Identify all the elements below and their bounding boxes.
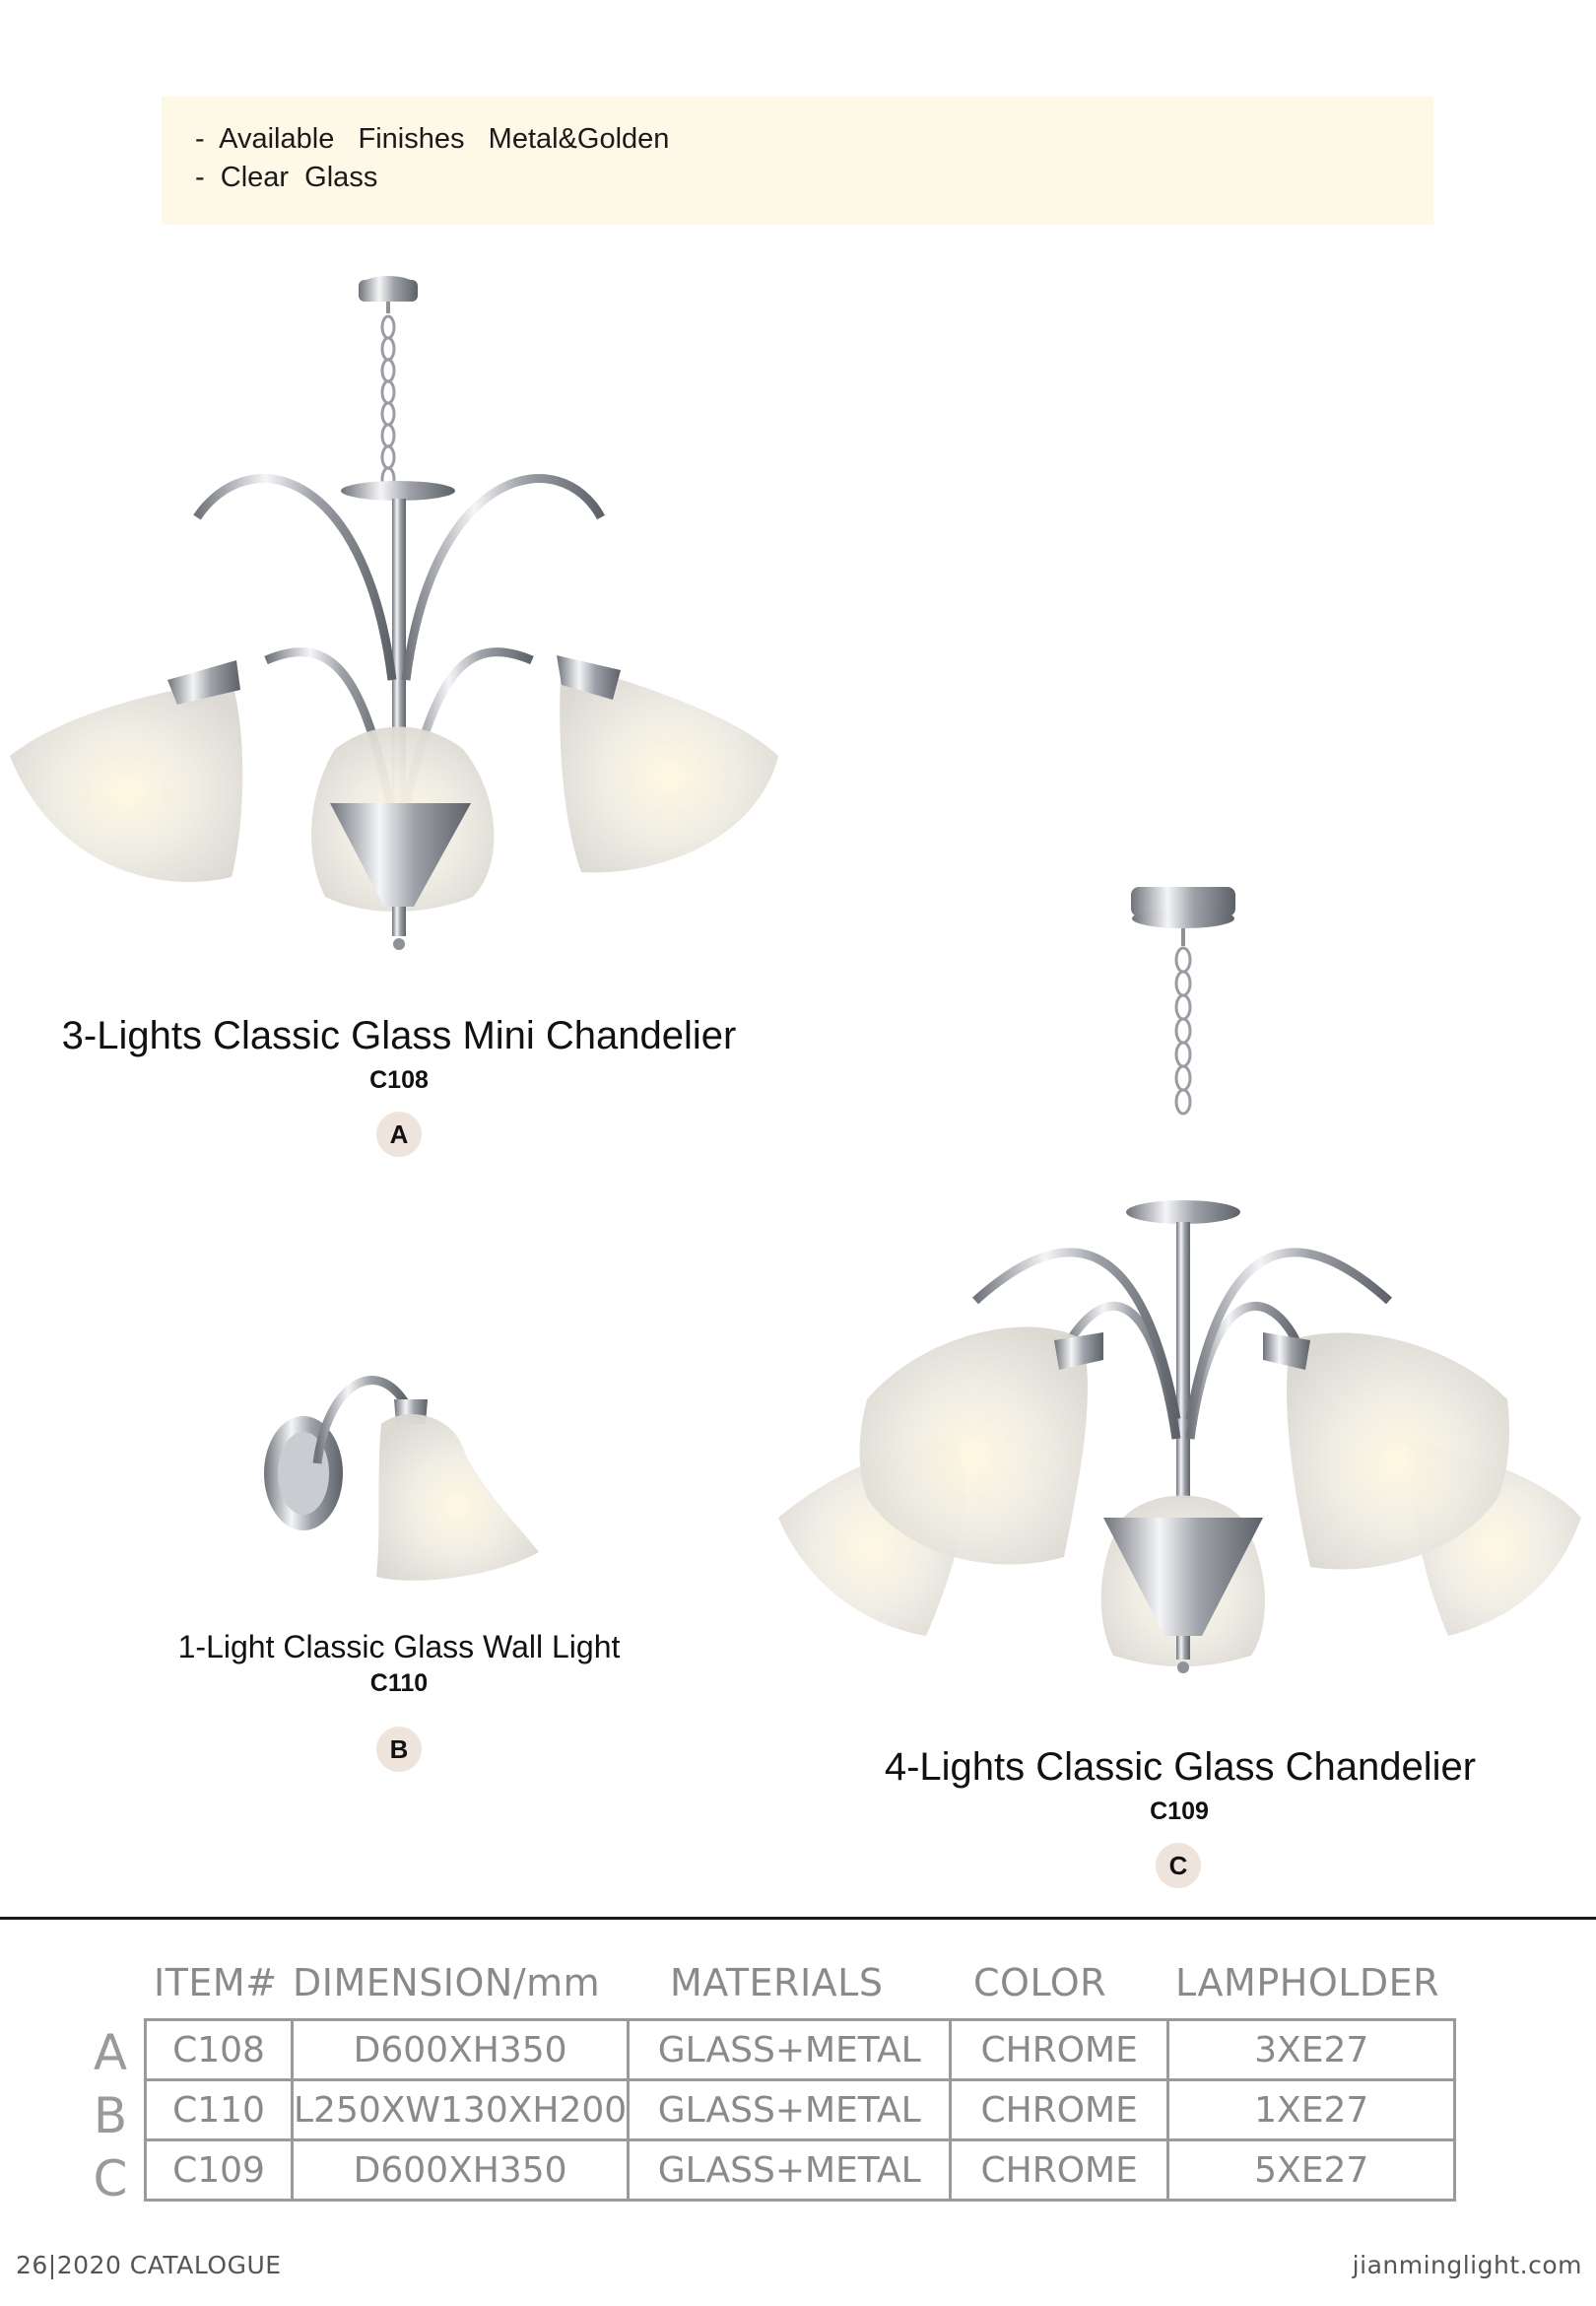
spec-materials-cell: GLASS+METAL bbox=[627, 2018, 953, 2081]
spec-color-cell: CHROME bbox=[949, 2138, 1170, 2202]
spec-item-cell: C109 bbox=[144, 2138, 294, 2202]
spec-header-lampholder: LAMPHOLDER bbox=[1175, 1961, 1440, 2004]
spec-dimension-cell: L250XW130XH200 bbox=[290, 2078, 631, 2141]
spec-lampholder-cell: 5XE27 bbox=[1166, 2138, 1457, 2202]
spec-color-cell: CHROME bbox=[949, 2018, 1170, 2081]
spec-header-color: COLOR bbox=[973, 1961, 1107, 2004]
spec-color-cell: CHROME bbox=[949, 2078, 1170, 2141]
spec-dimension-cell: D600XH350 bbox=[290, 2138, 631, 2202]
spec-item-cell: C110 bbox=[144, 2078, 294, 2141]
note-glass: - Clear Glass bbox=[195, 162, 378, 193]
footer-catalogue-label: 26|2020 CATALOGUE bbox=[16, 2251, 282, 2279]
spec-row-letter-c: C bbox=[93, 2150, 128, 2207]
spec-table: C108 D600XH350 GLASS+METAL CHROME 3XE27 … bbox=[144, 2018, 1457, 2202]
product-code-c110: C110 bbox=[369, 1669, 429, 1697]
footer-website: jianminglight.com bbox=[1352, 2251, 1582, 2279]
spec-row-letter-b: B bbox=[93, 2087, 128, 2144]
spec-header-item: ITEM# bbox=[154, 1961, 278, 2004]
finish-notes-box: - Available Finishes Metal&Golden - Clea… bbox=[162, 97, 1433, 225]
spec-header-dimension: DIMENSION/mm bbox=[293, 1961, 601, 2004]
product-title-c109: 4-Lights Classic Glass Chandelier bbox=[884, 1745, 1477, 1789]
spec-lampholder-cell: 1XE27 bbox=[1166, 2078, 1457, 2141]
product-title-c110: 1-Light Classic Glass Wall Light bbox=[177, 1629, 621, 1664]
spec-item-cell: C108 bbox=[144, 2018, 294, 2081]
chandelier-c108-image bbox=[10, 276, 778, 950]
spec-materials-cell: GLASS+METAL bbox=[627, 2138, 953, 2202]
product-code-c109: C109 bbox=[1150, 1797, 1209, 1825]
product-title-c108: 3-Lights Classic Glass Mini Chandelier bbox=[61, 1014, 737, 1057]
table-row: C110 L250XW130XH200 GLASS+METAL CHROME 1… bbox=[144, 2078, 1457, 2141]
spec-header-materials: MATERIALS bbox=[670, 1961, 884, 2004]
spec-dimension-cell: D600XH350 bbox=[290, 2018, 631, 2081]
spec-lampholder-cell: 3XE27 bbox=[1166, 2018, 1457, 2081]
product-badge-a: A bbox=[376, 1112, 422, 1157]
wall-light-c110-image bbox=[264, 1376, 539, 1581]
spec-materials-cell: GLASS+METAL bbox=[627, 2078, 953, 2141]
chandelier-c109-image bbox=[778, 887, 1581, 1673]
product-badge-b: B bbox=[376, 1727, 422, 1772]
product-badge-c: C bbox=[1156, 1843, 1201, 1888]
product-code-c108: C108 bbox=[369, 1066, 429, 1094]
table-row: C109 D600XH350 GLASS+METAL CHROME 5XE27 bbox=[144, 2138, 1457, 2202]
note-finishes: - Available Finishes Metal&Golden bbox=[195, 123, 670, 155]
spec-row-letter-a: A bbox=[93, 2024, 128, 2081]
table-row: C108 D600XH350 GLASS+METAL CHROME 3XE27 bbox=[144, 2018, 1457, 2081]
section-divider bbox=[0, 1917, 1596, 1920]
